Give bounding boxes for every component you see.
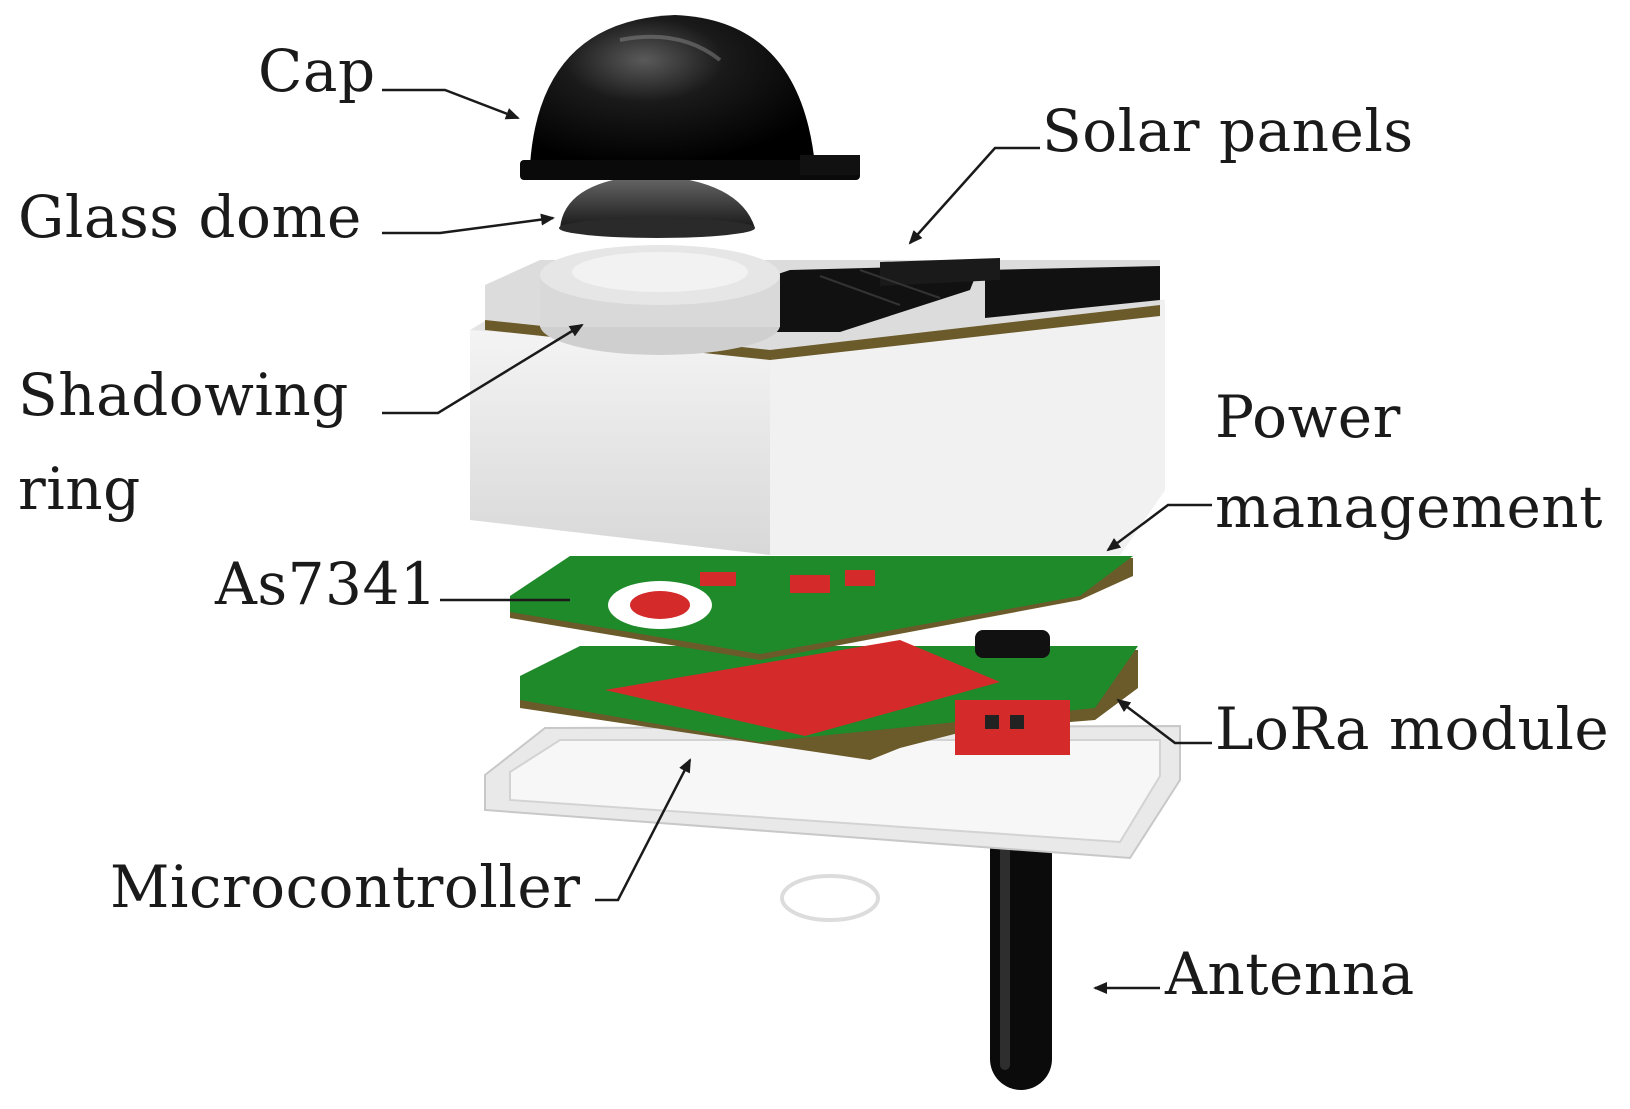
label-power-management-line2: management	[1215, 473, 1603, 541]
glass-dome-leader	[382, 213, 555, 235]
solar-panels-leader	[908, 146, 1040, 245]
label-lora-module: LoRa module	[1215, 695, 1610, 763]
as7341-board	[510, 556, 1133, 660]
label-power-management-line1: Power	[1215, 383, 1401, 451]
leader-lines	[382, 88, 1212, 994]
label-antenna: Antenna	[1165, 940, 1415, 1008]
lora-module-leader	[1116, 698, 1212, 745]
label-shadowing-ring-line1: Shadowing	[18, 361, 349, 429]
shadowing-ring-leader	[382, 323, 584, 415]
shadowing-ring	[540, 245, 780, 355]
microcontroller-leader	[595, 758, 692, 902]
label-glass-dome: Glass dome	[18, 183, 362, 251]
bottom-lid	[484, 724, 1181, 922]
lora-board	[520, 630, 1138, 760]
label-microcontroller: Microcontroller	[110, 853, 581, 921]
label-cap: Cap	[258, 37, 376, 105]
label-as7341: As7341	[215, 550, 438, 618]
power-management-leader	[1106, 503, 1212, 552]
cap-leader	[382, 88, 520, 120]
label-solar-panels: Solar panels	[1042, 97, 1414, 165]
label-shadowing-ring-line2: ring	[18, 455, 141, 523]
antenna	[990, 808, 1052, 1090]
glass-dome	[559, 175, 755, 238]
cap	[520, 15, 860, 180]
